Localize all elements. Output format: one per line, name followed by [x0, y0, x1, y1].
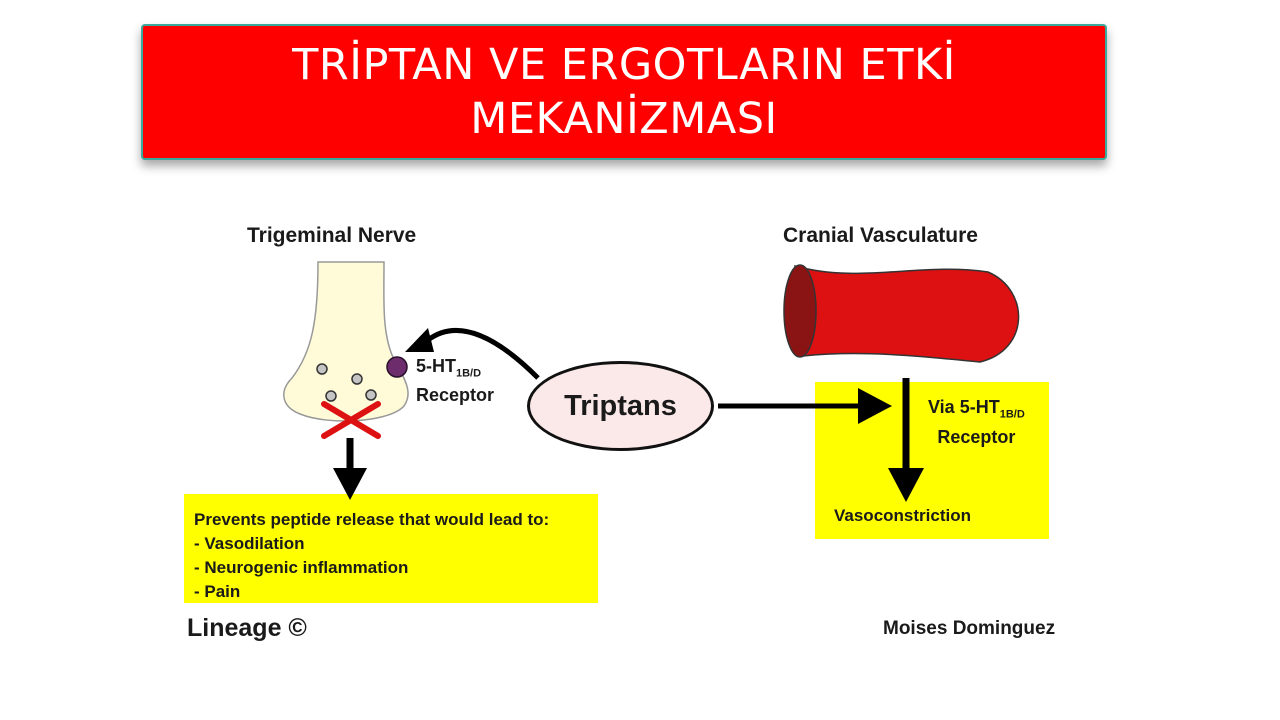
vesicle — [365, 389, 377, 401]
receptor-right-subscript: 1B/D — [999, 408, 1025, 421]
prevents-item-vasodilation: - Vasodilation — [194, 534, 305, 553]
receptor-left-prefix: 5-HT — [416, 356, 456, 376]
down-arrow-left — [333, 438, 367, 500]
cranial-vasculature-label: Cranial Vasculature — [783, 224, 978, 247]
receptor-label-left: 5-HT1B/D Receptor — [416, 356, 494, 406]
receptor-right-prefix: Via 5-HT — [928, 397, 1000, 417]
vasoconstriction-label: Vasoconstriction — [834, 506, 971, 525]
block-cross-icon — [321, 401, 381, 439]
triptans-node: Triptans — [527, 361, 714, 451]
trigeminal-nerve-label: Trigeminal Nerve — [247, 224, 417, 247]
down-arrow-right — [888, 378, 924, 502]
vesicle — [325, 390, 337, 402]
lineage-credit: Lineage © — [187, 614, 307, 642]
title-banner: TRİPTAN VE ERGOTLARIN ETKİ MEKANİZMASI — [141, 24, 1107, 160]
title-line-2: MEKANİZMASI — [470, 94, 778, 144]
prevents-item-inflammation: - Neurogenic inflammation — [194, 558, 409, 577]
vesicle — [316, 363, 328, 375]
prevents-box: Prevents peptide release that would lead… — [184, 494, 598, 603]
receptor-label-right: Via 5-HT1B/D Receptor — [928, 396, 1025, 448]
prevents-list: Prevents peptide release that would lead… — [194, 508, 549, 604]
receptor-icon — [386, 356, 408, 378]
receptor-left-subscript: 1B/D — [456, 367, 482, 380]
blood-vessel — [783, 264, 1020, 363]
vesicle — [351, 373, 363, 385]
nerve-terminal — [283, 261, 409, 422]
prevents-heading: Prevents peptide release that would lead… — [194, 510, 550, 529]
title-line-1: TRİPTAN VE ERGOTLARIN ETKİ — [292, 40, 956, 90]
author-credit: Moises Dominguez — [883, 618, 1056, 639]
receptor-right-suffix: Receptor — [937, 426, 1016, 447]
right-arrow-to-vessel — [718, 388, 892, 424]
triptans-label: Triptans — [564, 389, 677, 422]
curved-arrow-to-receptor — [405, 327, 540, 380]
prevents-item-pain: - Pain — [194, 582, 241, 601]
receptor-left-suffix: Receptor — [416, 384, 495, 405]
